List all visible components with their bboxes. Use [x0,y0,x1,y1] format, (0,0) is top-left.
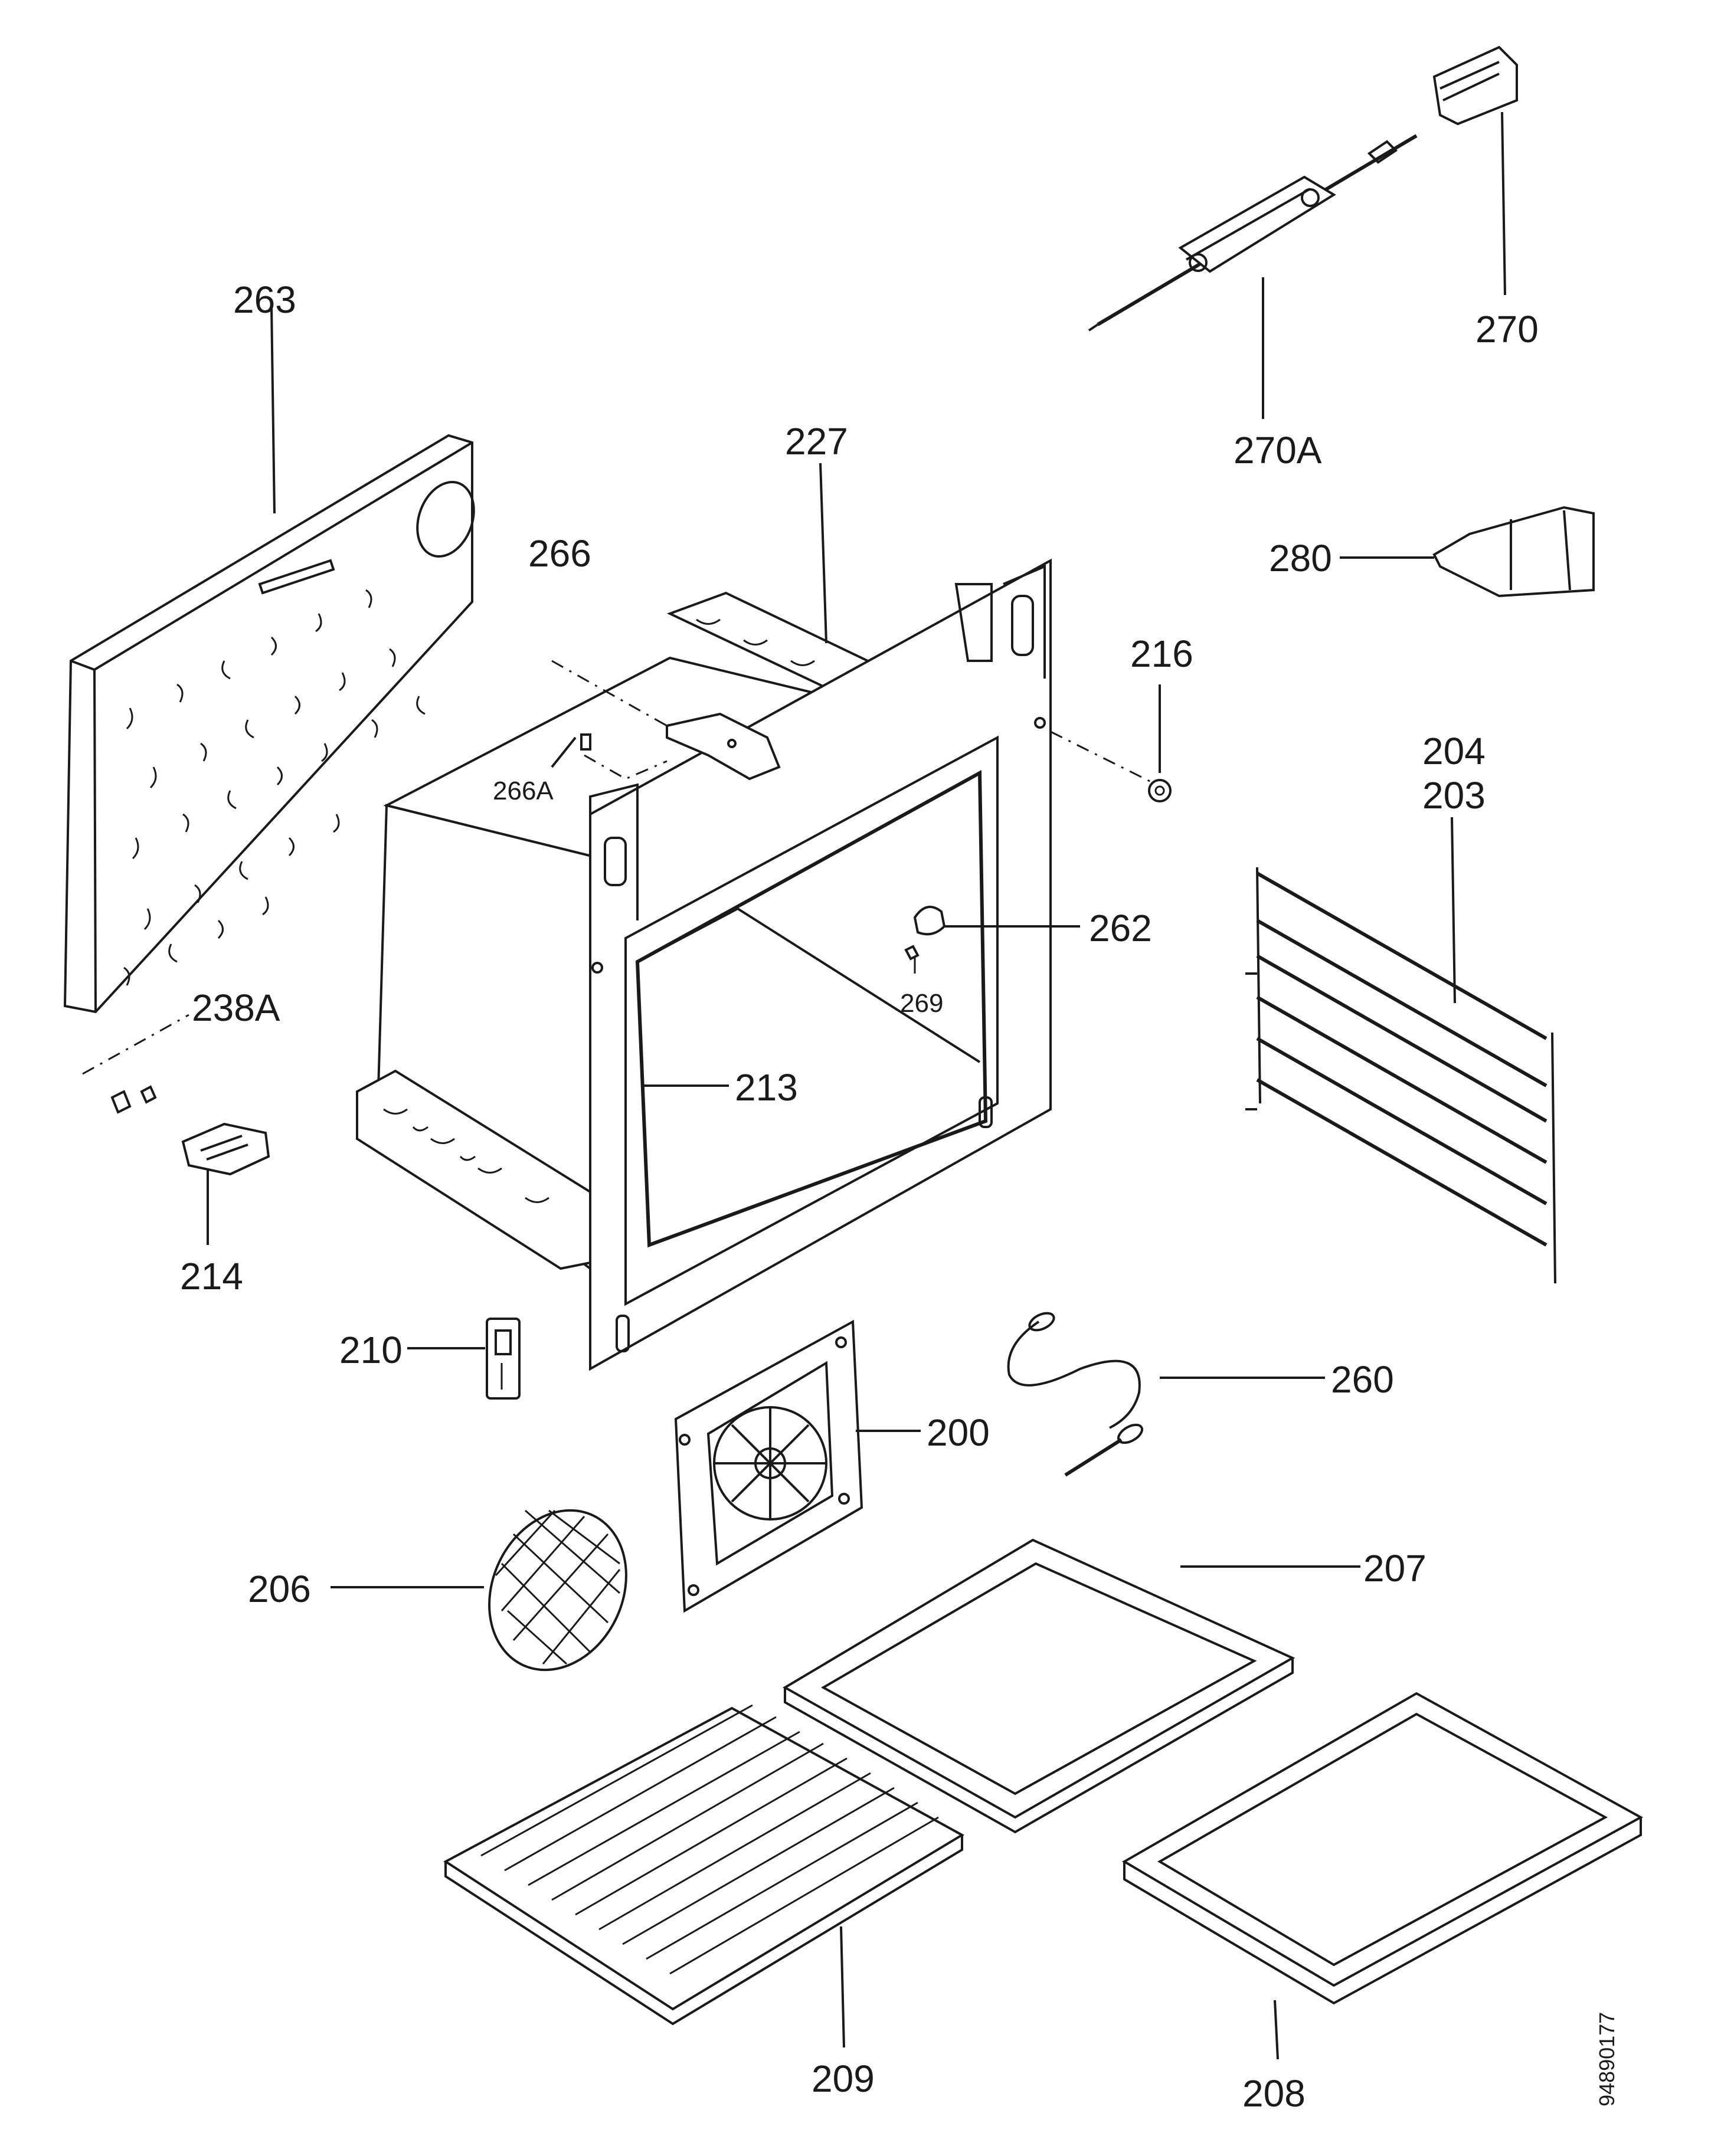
label-269: 269 [900,989,943,1018]
label-206: 206 [248,1568,311,1610]
part-208-drip-pan [1122,1692,1644,2005]
label-209: 209 [812,2057,875,2100]
part-206-fan-grill [488,1509,627,1672]
label-262: 262 [1089,907,1152,949]
part-270-handle [1432,45,1518,126]
part-263-insulation-panel [63,434,475,1014]
part-200-fan-assembly [674,1319,863,1613]
label-210: 210 [339,1329,403,1371]
part-238A-screws [82,1014,189,1114]
part-270A-rotisserie-spit [1088,134,1418,332]
label-263: 263 [233,278,296,321]
drawing-number: 94890177 [1595,2012,1619,2106]
part-280-bracket [1432,506,1595,598]
label-203: 203 [1422,774,1486,817]
part-214-hinge-bracket [181,1122,270,1176]
part-260-temperature-probe [1007,1312,1143,1477]
label-200: 200 [927,1411,990,1454]
label-214: 214 [180,1255,243,1297]
label-227: 227 [785,420,848,463]
label-260: 260 [1331,1358,1394,1401]
label-266: 266 [528,532,591,575]
label-238A: 238A [192,987,280,1029]
label-266A: 266A [493,776,554,805]
part-210-door-switch [486,1318,521,1400]
label-216: 216 [1130,633,1193,675]
part-216-nut [1148,779,1172,802]
label-270: 270 [1475,308,1539,350]
part-203-204-side-runners [1245,867,1556,1284]
part-227-oven-cavity [356,558,1157,1371]
label-208: 208 [1242,2072,1306,2115]
label-204: 204 [1422,730,1486,772]
label-270A: 270A [1234,429,1322,471]
label-280: 280 [1269,537,1332,579]
label-213: 213 [735,1066,798,1109]
part-209-oven-shelf [443,1704,965,2026]
part-207-baking-tray [783,1538,1295,1834]
label-207: 207 [1363,1547,1427,1590]
